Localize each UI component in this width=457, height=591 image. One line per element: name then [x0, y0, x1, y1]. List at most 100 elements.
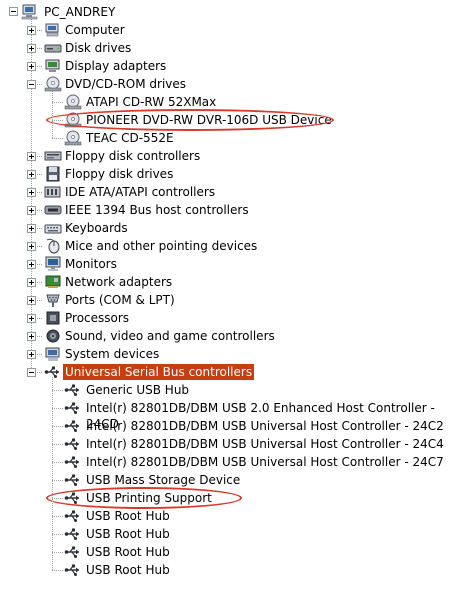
ieee1394-icon: [44, 202, 62, 218]
category-label[interactable]: Keyboards: [65, 221, 128, 235]
cdrom-drive-icon: [64, 130, 82, 146]
category-label[interactable]: Floppy disk drives: [65, 167, 174, 181]
device-label[interactable]: Intel(r) 82801DB/DBM USB Universal Host …: [86, 419, 444, 433]
port-icon: [44, 292, 62, 308]
category-label[interactable]: Ports (COM & LPT): [65, 293, 175, 307]
device-label[interactable]: USB Mass Storage Device: [86, 473, 241, 487]
category-label[interactable]: IDE ATA/ATAPI controllers: [65, 185, 216, 199]
tree-connector: [52, 89, 53, 138]
tree-connector: [31, 174, 42, 175]
category-label[interactable]: Sound, video and game controllers: [65, 329, 275, 343]
category-label[interactable]: IEEE 1394 Bus host controllers: [65, 203, 249, 217]
display-adapter-icon: [44, 58, 62, 74]
category-label[interactable]: Display adapters: [65, 59, 167, 73]
expand-toggle[interactable]: [27, 62, 36, 71]
tree-connector: [52, 408, 64, 409]
tree-connector: [31, 264, 42, 265]
expand-toggle[interactable]: [27, 278, 36, 287]
tree-connector: [52, 570, 64, 571]
tree-connector: [31, 192, 42, 193]
monitor-icon: [44, 256, 62, 272]
floppy-drive-icon: [44, 166, 62, 182]
tree-connector: [52, 426, 64, 427]
category-label[interactable]: Processors: [65, 311, 130, 325]
device-label[interactable]: USB Root Hub: [86, 527, 170, 541]
tree-connector: [31, 84, 42, 85]
expand-toggle[interactable]: [27, 242, 36, 251]
system-device-icon: [44, 346, 62, 362]
tree-connector: [52, 516, 64, 517]
category-label[interactable]: System devices: [65, 347, 160, 361]
cdrom-drive-icon: [64, 94, 82, 110]
expand-toggle[interactable]: [27, 152, 36, 161]
sound-icon: [44, 328, 62, 344]
device-label[interactable]: Intel(r) 82801DB/DBM USB Universal Host …: [86, 437, 444, 451]
tree-connector: [52, 534, 64, 535]
device-label[interactable]: Generic USB Hub: [86, 383, 190, 397]
highlight-ellipse: [46, 109, 334, 131]
device-label[interactable]: Intel(r) 82801DB/DBM USB Universal Host …: [86, 455, 444, 469]
category-label[interactable]: Universal Serial Bus controllers: [63, 364, 255, 380]
expand-toggle[interactable]: [27, 44, 36, 53]
usb-device-icon: [64, 436, 82, 452]
expand-toggle[interactable]: [27, 170, 36, 179]
expand-toggle[interactable]: [27, 260, 36, 269]
device-label[interactable]: USB Root Hub: [86, 563, 170, 577]
usb-device-icon: [64, 544, 82, 560]
usb-device-icon: [64, 454, 82, 470]
device-label[interactable]: USB Root Hub: [86, 545, 170, 559]
tree-connector: [31, 246, 42, 247]
device-label[interactable]: Intel(r) 82801DB/DBM USB 2.0 Enhanced Ho…: [86, 401, 435, 431]
mouse-icon: [44, 238, 62, 254]
computer-root-icon: [21, 4, 39, 20]
category-label[interactable]: Floppy disk controllers: [65, 149, 201, 163]
tree-connector: [52, 390, 64, 391]
tree-connector: [31, 372, 42, 373]
collapse-toggle[interactable]: [9, 7, 18, 16]
keyboard-icon: [44, 220, 62, 236]
expand-toggle[interactable]: [27, 314, 36, 323]
tree-connector: [31, 318, 42, 319]
tree-connector: [52, 552, 64, 553]
usb-device-icon: [64, 382, 82, 398]
usb-device-icon: [64, 508, 82, 524]
collapse-toggle[interactable]: [27, 80, 36, 89]
usb-icon: [44, 364, 62, 380]
category-label[interactable]: Computer: [65, 23, 125, 37]
category-label[interactable]: DVD/CD-ROM drives: [65, 77, 187, 91]
expand-toggle[interactable]: [27, 296, 36, 305]
tree-connector: [31, 282, 42, 283]
root-label[interactable]: PC_ANDREY: [44, 5, 116, 19]
highlight-ellipse: [46, 487, 242, 509]
expand-toggle[interactable]: [27, 206, 36, 215]
device-label[interactable]: USB Root Hub: [86, 509, 170, 523]
tree-connector: [52, 102, 64, 103]
expand-toggle[interactable]: [27, 26, 36, 35]
usb-device-icon: [64, 400, 82, 416]
tree-connector: [31, 30, 42, 31]
tree-connector: [31, 210, 42, 211]
tree-connector: [31, 228, 42, 229]
computer-icon: [44, 22, 62, 38]
disk-drive-icon: [44, 40, 62, 56]
floppy-controller-icon: [44, 148, 62, 164]
expand-toggle[interactable]: [27, 350, 36, 359]
category-label[interactable]: Mice and other pointing devices: [65, 239, 258, 253]
tree-connector: [31, 156, 42, 157]
category-label[interactable]: Monitors: [65, 257, 117, 271]
expand-toggle[interactable]: [27, 332, 36, 341]
device-label[interactable]: TEAC CD-552E: [86, 131, 174, 145]
ide-controller-icon: [44, 184, 62, 200]
tree-connector: [31, 300, 42, 301]
collapse-toggle[interactable]: [27, 368, 36, 377]
expand-toggle[interactable]: [27, 224, 36, 233]
tree-connector: [52, 377, 53, 570]
category-label[interactable]: Network adapters: [65, 275, 173, 289]
category-label[interactable]: Disk drives: [65, 41, 132, 55]
usb-device-icon: [64, 562, 82, 578]
device-label[interactable]: ATAPI CD-RW 52XMax: [86, 95, 217, 109]
expand-toggle[interactable]: [27, 188, 36, 197]
network-adapter-icon: [44, 274, 62, 290]
tree-connector: [31, 336, 42, 337]
